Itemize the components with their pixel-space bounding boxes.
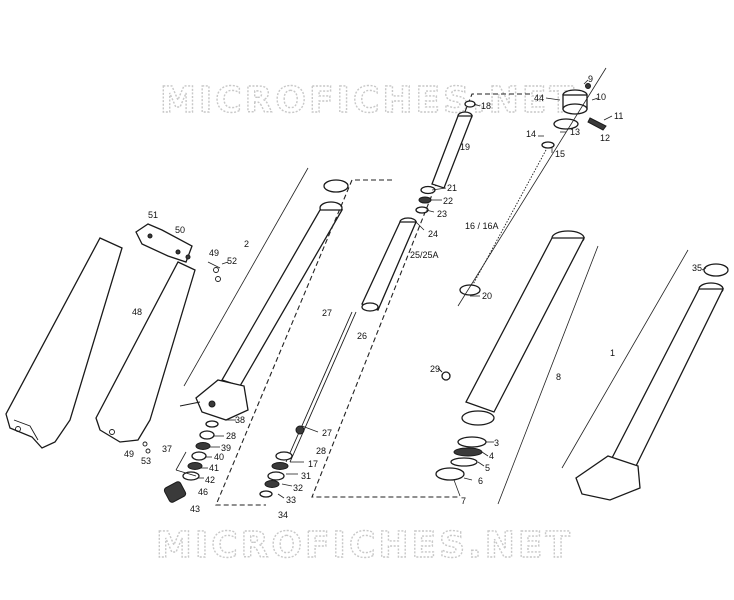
callout-31: 31: [301, 471, 311, 481]
callout-20: 20: [482, 291, 492, 301]
callout-4: 4: [489, 451, 494, 461]
callout-27b: 27: [322, 428, 332, 438]
callout-52: 52: [227, 256, 237, 266]
callout-26: 26: [357, 331, 367, 341]
callout-39: 39: [221, 443, 231, 453]
callout-28a: 28: [226, 431, 236, 441]
callout-32: 32: [293, 483, 303, 493]
callout-49b: 49: [124, 449, 134, 459]
callout-7: 7: [461, 496, 466, 506]
fork-top-cap: [553, 83, 607, 131]
callout-6: 6: [478, 476, 483, 486]
callout-24: 24: [428, 229, 438, 239]
callout-43: 43: [190, 504, 200, 514]
callout-48: 48: [132, 307, 142, 317]
callout-8: 8: [556, 372, 561, 382]
callout-9: 9: [588, 74, 593, 84]
callout-25: 25/25A: [410, 250, 439, 260]
callout-22: 22: [443, 196, 453, 206]
callout-12: 12: [600, 133, 610, 143]
inner-tube: [435, 230, 586, 481]
damper-rod: [259, 311, 357, 498]
callout-16: 16 / 16A: [465, 221, 499, 231]
callout-10: 10: [596, 92, 606, 102]
callout-17: 17: [308, 459, 318, 469]
callout-21: 21: [447, 183, 457, 193]
callout-29: 29: [430, 364, 440, 374]
callout-5: 5: [485, 463, 490, 473]
callout-19: 19: [460, 142, 470, 152]
callout-11: 11: [614, 111, 623, 121]
spring-bracket: [311, 93, 530, 498]
callout-1: 1: [610, 348, 615, 358]
callout-50: 50: [175, 225, 185, 235]
watermark-bottom: MICROFICHES.NET: [156, 525, 573, 566]
callout-labels: 1 2 3 4 5 6 7 8 9 10 11 12 13 14 15 16 /…: [124, 74, 702, 520]
cartridge-tube: [361, 217, 417, 312]
callout-46: 46: [198, 487, 208, 497]
callout-44: 44: [534, 93, 544, 103]
bleed-screw: [437, 367, 451, 381]
callout-51: 51: [148, 210, 158, 220]
fork-guard-right: [95, 261, 196, 443]
callout-15: 15: [555, 149, 565, 159]
callout-53: 53: [141, 456, 151, 466]
outer-tube-left: [179, 179, 349, 421]
callout-2: 2: [244, 239, 249, 249]
callout-37: 37: [162, 444, 172, 454]
callout-27a: 27: [322, 308, 332, 318]
callout-28b: 28: [316, 446, 326, 456]
guard-bracket: [135, 223, 221, 454]
callout-35: 35: [692, 263, 702, 273]
callout-23: 23: [437, 209, 447, 219]
callout-42: 42: [205, 475, 215, 485]
callout-49a: 49: [209, 248, 219, 258]
watermark-top: MICROFICHES.NET: [160, 80, 577, 121]
callout-3: 3: [494, 438, 499, 448]
callout-41: 41: [209, 463, 219, 473]
cartridge-bracket: [215, 179, 392, 506]
left-fork-internals: [163, 420, 219, 503]
callout-33: 33: [286, 495, 296, 505]
callout-34: 34: [278, 510, 288, 520]
fork-guard-left: [5, 237, 123, 449]
outer-tube-right: [575, 263, 729, 501]
callout-40: 40: [214, 452, 224, 462]
callout-14: 14: [526, 129, 536, 139]
callout-38: 38: [235, 415, 245, 425]
callout-13: 13: [570, 127, 580, 137]
leader-lines: [175, 79, 707, 499]
callout-18: 18: [481, 101, 491, 111]
